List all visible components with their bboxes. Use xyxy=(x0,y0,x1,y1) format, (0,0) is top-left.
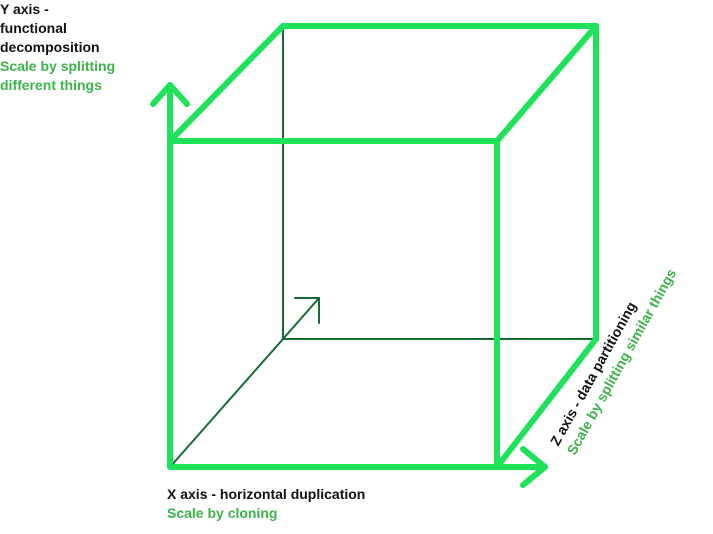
front-face xyxy=(167,138,500,470)
y-axis-title-line-1: Y axis - xyxy=(0,1,49,17)
z-axis-arrowhead xyxy=(294,297,320,324)
y-axis-arrowhead xyxy=(150,82,190,107)
x-axis-arrow xyxy=(494,446,548,488)
x-axis-arrowhead xyxy=(520,446,548,488)
top-left-diagonal-edge xyxy=(167,23,286,144)
y-axis-label: Y axis - functional decomposition Scale … xyxy=(0,0,160,95)
y-axis-title-line-2: functional xyxy=(0,20,67,36)
x-axis-title: X axis - horizontal duplication xyxy=(167,486,366,502)
y-axis-subtitle-line-1: Scale by splitting xyxy=(0,58,116,74)
x-axis-label: X axis - horizontal duplication Scale by… xyxy=(167,485,467,523)
top-right-diagonal-edge xyxy=(494,23,599,144)
y-axis-subtitle-line-2: different things xyxy=(0,77,102,93)
z-axis-arrow xyxy=(282,297,320,340)
back-edges xyxy=(169,25,597,468)
bottom-right-diagonal-edge xyxy=(494,336,599,470)
front-edges xyxy=(167,23,599,470)
x-axis-subtitle: Scale by cloning xyxy=(167,505,278,521)
y-axis-title-line-3: decomposition xyxy=(0,39,100,55)
bottom-left-diagonal-edge xyxy=(169,338,284,468)
z-axis-arrow-shaft xyxy=(282,297,320,340)
y-axis-arrow xyxy=(150,82,190,144)
